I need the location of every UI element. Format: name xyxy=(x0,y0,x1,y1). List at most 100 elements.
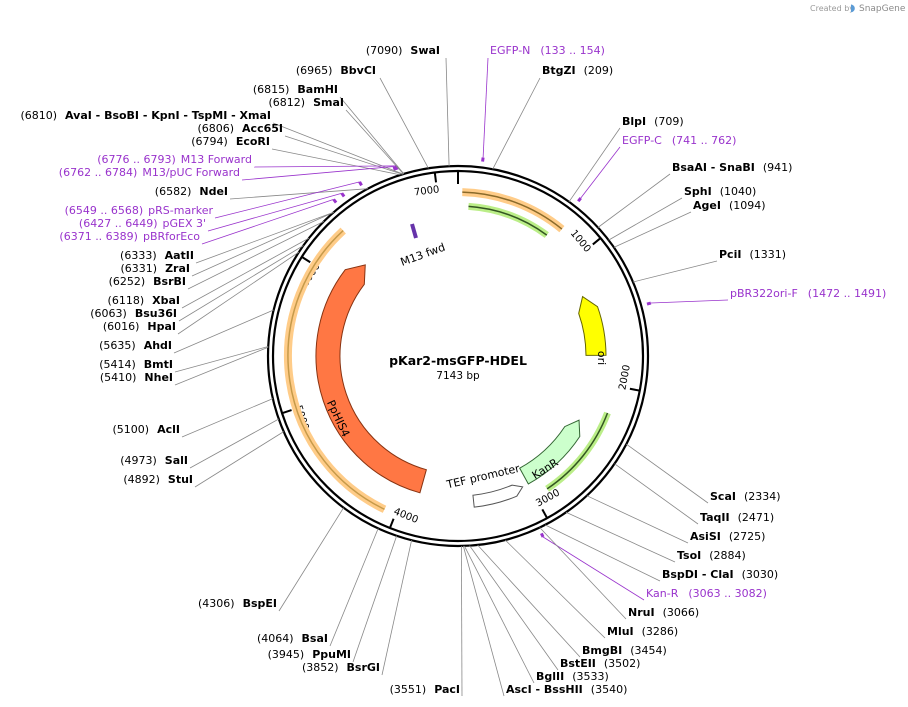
credit-text: Created by xyxy=(810,4,854,13)
feature-arrow-tef-promoter xyxy=(472,484,524,508)
tick-mark xyxy=(301,256,311,264)
site-label: BsaAI - SnaBI(941) xyxy=(672,161,792,174)
site-label: (6118) XbaI xyxy=(108,294,180,307)
site-name: BspEI xyxy=(243,597,277,610)
site-label: (5100)AclI xyxy=(113,423,180,436)
primer-name: (6371 .. 6389) xyxy=(59,230,138,243)
site-label: TsoI (2884) xyxy=(677,549,746,562)
tick-marks xyxy=(281,172,640,529)
primer-label: pBR322ori-F(1472 .. 1491) xyxy=(730,287,886,300)
primer-connector xyxy=(207,192,342,232)
primer-range: pBRforEco xyxy=(143,230,200,243)
primer-range: M13/pUC Forward xyxy=(142,166,240,179)
site-position: (2334) xyxy=(744,490,781,503)
tick-mark xyxy=(541,508,549,519)
site-name: AhdI xyxy=(144,339,172,352)
site-name: PciI xyxy=(719,248,741,261)
site-name: BamHI xyxy=(297,83,338,96)
site-label: (3551)PacI xyxy=(390,683,460,696)
site-position: (4306) xyxy=(198,597,235,610)
tick-label: 2000 xyxy=(617,364,633,391)
primer-connector xyxy=(201,199,334,245)
site-position: (7090) xyxy=(366,44,403,57)
site-label: (5410)NheI xyxy=(100,371,173,384)
site-connector xyxy=(565,511,676,563)
primer-range: pRS-marker xyxy=(148,204,213,217)
site-name: BmgBI xyxy=(582,644,622,657)
site-connector xyxy=(339,96,405,175)
primer-range: (3063 .. 3082) xyxy=(688,587,767,600)
site-position: (3945) xyxy=(268,648,305,661)
site-label: (6815)BamHI xyxy=(253,83,338,96)
site-name: SmaI xyxy=(313,96,344,109)
site-name: AvaI - BsoBI - KpnI - TspMI - XmaI xyxy=(65,109,271,122)
feature-arrow-pphis4 xyxy=(315,264,427,494)
site-name: NdeI xyxy=(199,185,228,198)
site-name: AclI xyxy=(157,423,180,436)
site-connector xyxy=(195,211,334,264)
primer-marks xyxy=(332,157,652,538)
site-connector xyxy=(504,539,606,639)
site-connector xyxy=(381,540,412,676)
site-name: XbaI xyxy=(152,294,180,307)
site-label: (6794)EcoRI xyxy=(191,135,270,148)
site-label: BstEII(3502) xyxy=(560,657,640,670)
primer-label: EGFP-N (133 .. 154) xyxy=(490,44,605,57)
site-position: (941) xyxy=(763,161,793,174)
primer-name: Kan-R xyxy=(646,587,679,600)
feature-label-m13fwd: M13 fwd xyxy=(399,241,447,269)
site-connector xyxy=(174,346,269,386)
site-position: (3286) xyxy=(642,625,679,638)
site-label: SphI(1040) xyxy=(684,185,756,198)
site-position: (6582) xyxy=(155,185,192,198)
site-connector xyxy=(379,77,429,169)
site-label: (7090) SwaI xyxy=(366,44,440,57)
site-name: BmtI xyxy=(144,358,173,371)
site-label: (4892)StuI xyxy=(123,473,193,486)
primer-mark-egfp-n xyxy=(481,157,485,162)
site-position: (6333) xyxy=(120,249,157,262)
primer-name: (6427 .. 6449) xyxy=(79,217,158,230)
site-name: BtgZI xyxy=(542,64,576,77)
site-name: SwaI xyxy=(410,44,440,57)
primer-name: (6776 .. 6793) xyxy=(97,153,176,166)
site-name: TaqII xyxy=(700,511,730,524)
site-position: (1040) xyxy=(720,185,757,198)
site-name: AscI - BssHII xyxy=(506,683,583,696)
feature-arrow-ori xyxy=(578,295,607,356)
primer-label: (6371 .. 6389) pBRforEco xyxy=(59,230,200,243)
primer-label: (6762 .. 6784)M13/pUC Forward xyxy=(59,166,240,179)
site-name: TsoI xyxy=(677,549,701,562)
site-name: ScaI xyxy=(710,490,736,503)
site-position: (6118) xyxy=(108,294,145,307)
primer-connector xyxy=(214,181,360,219)
site-position: (709) xyxy=(654,115,684,128)
site-label: BglII(3533) xyxy=(536,670,609,683)
primer-name: EGFP-N xyxy=(490,44,530,57)
site-connector xyxy=(613,211,692,248)
site-name: BlpI xyxy=(622,115,646,128)
snapgene-logo-icon: ◗ xyxy=(850,3,855,14)
site-position: (209) xyxy=(584,64,614,77)
primer-range: (133 .. 154) xyxy=(540,44,605,57)
site-name: Acc65I xyxy=(242,122,283,135)
site-label: (6812) SmaI xyxy=(269,96,344,109)
site-label: BspDI - ClaI(3030) xyxy=(662,568,778,581)
orf-arc-outer-left-line xyxy=(287,230,385,510)
primer-label: (6549 .. 6568)pRS-marker xyxy=(65,204,214,217)
feature-mark-m13fwd xyxy=(410,223,418,239)
site-name: BstEII xyxy=(560,657,596,670)
site-connector xyxy=(626,443,709,504)
site-connector xyxy=(174,346,269,373)
plasmid-name: pKar2-msGFP-HDEL xyxy=(389,353,527,368)
site-position: (6812) xyxy=(269,96,306,109)
site-label: (4064)BsaI xyxy=(257,632,328,645)
site-connector xyxy=(614,463,699,525)
site-connector xyxy=(469,545,559,671)
site-connector xyxy=(492,77,541,170)
site-label: (6806)Acc65I xyxy=(197,122,283,135)
site-label: NruI(3066) xyxy=(628,606,699,619)
site-label: AgeI(1094) xyxy=(693,199,766,212)
site-position: (2884) xyxy=(709,549,746,562)
tick-mark xyxy=(281,409,292,415)
